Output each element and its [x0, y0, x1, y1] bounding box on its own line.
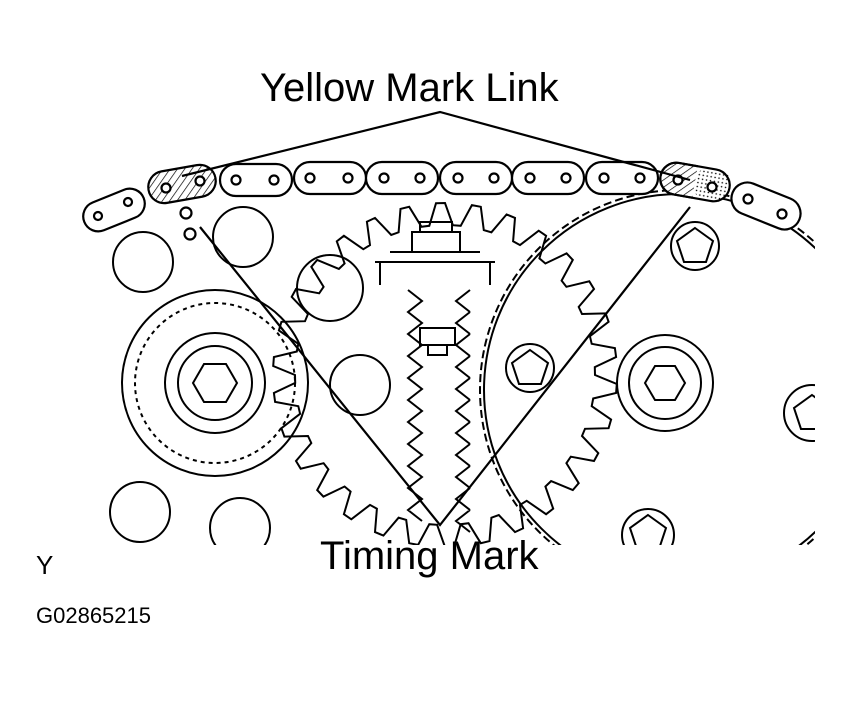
left-hole-6 — [209, 497, 271, 545]
left-hex-bolt — [191, 363, 239, 403]
left-pulley-boss — [177, 345, 253, 421]
timing-chain — [82, 160, 802, 241]
left-hole-5 — [109, 481, 171, 543]
left-pulley-ring — [134, 302, 296, 464]
yellow-mark-link-left — [147, 163, 217, 205]
figure-code: G02865215 — [36, 603, 151, 628]
center-plunger — [419, 327, 456, 356]
right-pulley-ring-2 — [628, 346, 702, 420]
leader-lines — [181, 110, 691, 527]
left-hole-1 — [112, 231, 174, 293]
chain-link — [292, 160, 368, 196]
center-bolt-head — [411, 231, 461, 253]
timing-mark-label: Timing Mark — [320, 534, 539, 578]
right-pentagon-ring-1 — [505, 343, 555, 393]
chain-pin — [183, 227, 197, 241]
right-pentagon-ring-2 — [670, 221, 720, 271]
right-pentagon-bolt-2 — [675, 226, 715, 263]
left-hole-4 — [329, 354, 391, 416]
yellow-mark-link-right — [659, 161, 731, 203]
left-pulley-hub — [164, 332, 266, 434]
chain-link — [218, 162, 294, 198]
view-letter: Y — [36, 550, 54, 580]
yellow-mark-link-label: Yellow Mark Link — [260, 66, 559, 110]
right-pentagon-bolt-4 — [792, 393, 815, 430]
right-pentagon-ring-3 — [621, 508, 675, 545]
timing-mark-leader — [199, 206, 691, 527]
chain-link — [584, 160, 660, 196]
right-pulley-ring — [616, 334, 714, 432]
yellow-mark-leader — [181, 110, 691, 182]
right-pentagon-bolt-1 — [510, 348, 550, 385]
chain-link — [82, 187, 146, 233]
center-bolt-cap — [419, 221, 453, 232]
left-hole-3 — [296, 254, 364, 322]
center-bolt-shank — [375, 251, 495, 285]
chain-link — [730, 181, 802, 231]
chain-link — [438, 160, 514, 196]
right-pentagon-bolt-3 — [628, 513, 668, 545]
left-pulley-outer — [121, 289, 309, 477]
engine-parts — [109, 189, 815, 545]
center-spring — [406, 289, 471, 533]
right-hex-bolt — [643, 365, 687, 401]
right-edge-ring — [783, 384, 815, 442]
chain-pin — [179, 206, 193, 220]
chain-link — [510, 160, 586, 196]
chain-link — [364, 160, 440, 196]
left-hole-2 — [212, 206, 274, 268]
